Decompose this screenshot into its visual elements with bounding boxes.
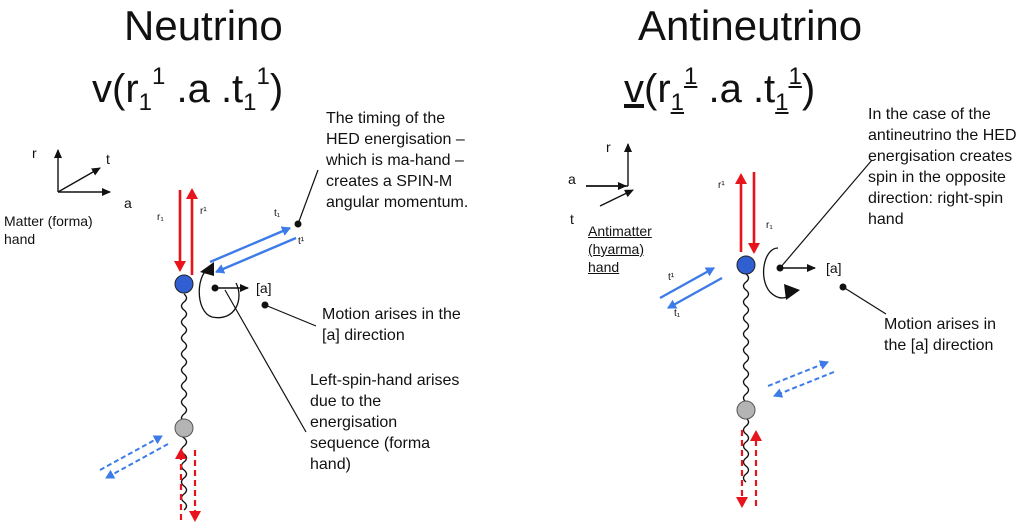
right-spring (742, 273, 750, 483)
left-axis-a-label: a (124, 195, 132, 211)
right-t-arrows (659, 266, 723, 310)
right-spin-arrowhead (784, 284, 800, 300)
left-spring (180, 293, 188, 511)
left-spin-arrowhead (200, 262, 214, 276)
right-dashed-t-arrows (767, 360, 835, 398)
right-a-label: [a] (826, 260, 842, 276)
right-r1-label: r₁ (766, 220, 773, 231)
right-dashed-r-arrows (736, 430, 762, 508)
left-blue-sphere (174, 274, 194, 294)
right-t1-label: t₁ (674, 308, 681, 319)
right-note-antineutrino: In the case of the antineutrino the HED … (868, 106, 1017, 228)
left-spin-loop (198, 265, 240, 319)
right-r1-sup-label: r¹ (718, 180, 725, 191)
right-blue-sphere (736, 255, 756, 275)
left-callouts (224, 169, 319, 433)
antineutrino-title: Antineutrino (638, 2, 863, 49)
right-hand-label: Antimatter (hyarma) hand (588, 223, 652, 275)
left-axis-t-label: t (106, 151, 110, 167)
left-dashed-r-arrows (175, 448, 201, 522)
left-r-arrows (174, 188, 198, 275)
left-t-arrows (209, 226, 297, 274)
right-callouts (779, 159, 887, 315)
left-r1-sup-label: r¹ (200, 206, 207, 217)
right-axes (586, 143, 634, 207)
right-axis-t-label: t (570, 211, 574, 227)
neutrino-formula: v(r11 .a .t11) (92, 63, 284, 116)
left-hand-label: Matter (forma) hand (4, 213, 93, 247)
left-axis-r-label: r (32, 145, 37, 161)
right-axis-r-label: r (606, 139, 611, 155)
left-note-spin: Left-spin-hand arises due to the energis… (310, 372, 460, 473)
left-t1-label: t₁ (274, 208, 281, 219)
neutrino-title: Neutrino (124, 2, 283, 49)
right-grey-sphere (736, 400, 756, 420)
left-a-label: [a] (256, 280, 272, 296)
antineutrino-formula: v(r11 .a .t11) (624, 63, 816, 116)
left-dashed-t-arrows (99, 435, 169, 479)
right-note-motion: Motion arises in the [a] direction (884, 316, 997, 354)
left-axes (54, 149, 111, 196)
left-note-motion: Motion arises in the [a] direction (322, 306, 461, 344)
left-note-timing: The timing of the HED energisation – whi… (326, 110, 469, 211)
left-r1-label: r₁ (157, 212, 164, 223)
right-r-arrows (735, 172, 760, 254)
left-grey-sphere (174, 418, 194, 438)
right-t1-sup-label: t¹ (668, 272, 675, 283)
right-axis-a-label: a (568, 171, 576, 187)
left-t1-sup-label: t¹ (298, 236, 305, 247)
